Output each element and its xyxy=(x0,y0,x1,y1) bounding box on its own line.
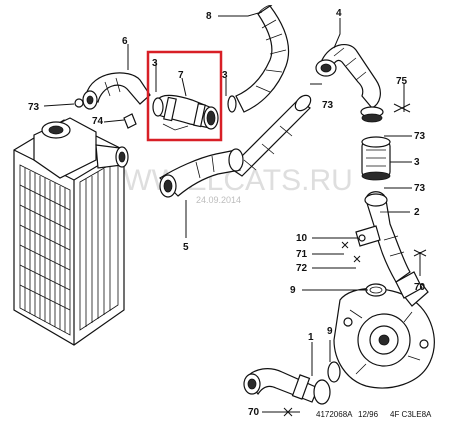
callout-73-right-lower: 73 xyxy=(414,183,426,194)
callout-5: 5 xyxy=(183,242,189,253)
hose-5 xyxy=(159,148,244,198)
watermark-date: 24.09.2014 xyxy=(196,195,241,205)
callout-70-bottom: 70 xyxy=(248,407,260,418)
pipe-4 xyxy=(315,43,384,123)
callout-6: 6 xyxy=(122,36,128,47)
callout-70-right: 70 xyxy=(414,282,426,293)
callout-4: 4 xyxy=(336,8,342,19)
callout-8: 8 xyxy=(206,11,212,22)
hose-clip-73-left xyxy=(74,98,84,108)
connector-74 xyxy=(123,113,137,129)
callout-73-left: 73 xyxy=(28,102,40,113)
callout-2: 2 xyxy=(414,207,420,218)
leader-lines xyxy=(43,11,427,417)
footer-ref: 4F C3LE8A xyxy=(390,410,432,419)
sleeve-3 xyxy=(361,136,391,181)
highlight-frame xyxy=(146,50,223,142)
pipe-2 xyxy=(355,191,411,283)
hose-8 xyxy=(235,5,290,113)
o-ring-9-upper xyxy=(365,283,387,297)
callout-9-lower: 9 xyxy=(327,326,333,337)
turbocharger-housing xyxy=(333,271,435,389)
footer-code: 4172068A xyxy=(316,410,353,419)
callout-74: 74 xyxy=(92,116,104,127)
callout-71: 71 xyxy=(296,249,308,260)
hose-6 xyxy=(82,72,151,110)
footer-date: 12/96 xyxy=(358,410,379,419)
callout-3-right: 3 xyxy=(222,70,228,81)
callout-10: 10 xyxy=(296,233,308,244)
callout-3-sleeve: 3 xyxy=(414,157,420,168)
pipe-1 xyxy=(243,368,331,405)
pipe-long-diagonal xyxy=(229,94,312,177)
callout-9-upper: 9 xyxy=(290,285,296,296)
callout-1: 1 xyxy=(308,332,314,343)
callout-3-left: 3 xyxy=(152,58,158,69)
hose-clamp-73-upper xyxy=(227,95,237,113)
callout-72: 72 xyxy=(296,263,308,274)
callout-7: 7 xyxy=(178,70,184,81)
callout-73-right-upper: 73 xyxy=(414,131,426,142)
o-ring-9-lower xyxy=(327,361,341,383)
callout-75: 75 xyxy=(396,76,408,87)
pipe-7 xyxy=(152,94,219,131)
callout-73-middle: 73 xyxy=(322,100,334,111)
intercooler-radiator xyxy=(13,117,129,346)
